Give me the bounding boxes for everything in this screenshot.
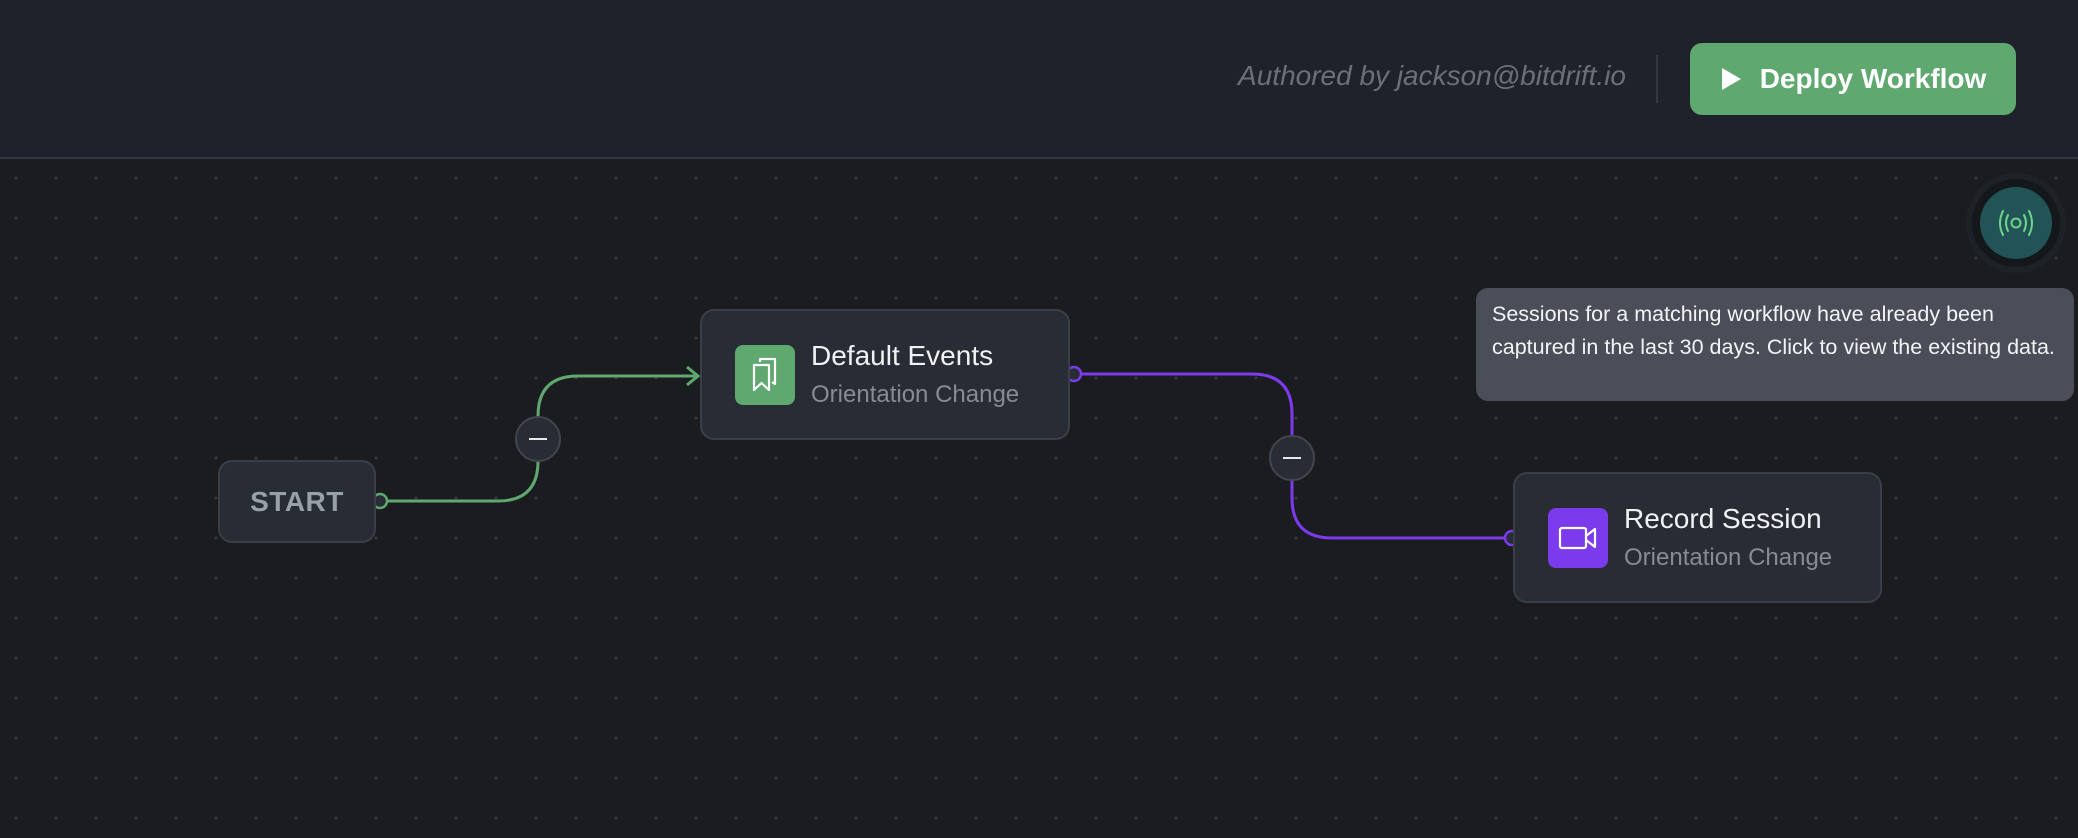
play-icon [1721, 68, 1741, 90]
default-events-title: Default Events [811, 339, 994, 371]
deploy-workflow-button[interactable]: Deploy Workflow [1690, 43, 2016, 115]
start-node[interactable]: START [218, 460, 376, 543]
record-session-node[interactable]: Record Session Orientation Change [1513, 472, 1882, 603]
top-bar: Authored by jackson@bitdrift.io Deploy W… [0, 0, 2078, 159]
bookmarks-icon [735, 344, 795, 405]
header-divider [1656, 55, 1658, 103]
existing-sessions-button[interactable] [1980, 187, 2052, 259]
minus-icon [529, 438, 547, 440]
broadcast-icon [1999, 210, 2033, 236]
deploy-workflow-label: Deploy Workflow [1759, 63, 1987, 94]
minus-icon [1283, 457, 1301, 459]
record-session-title: Record Session [1624, 502, 1822, 534]
record-session-subtitle: Orientation Change [1624, 543, 1833, 571]
existing-sessions-tooltip: Sessions for a matching workflow have al… [1476, 288, 2074, 401]
start-node-label: START [250, 485, 344, 517]
author-label: Authored by jackson@bitdrift.io [1238, 60, 1626, 91]
default-events-subtitle: Orientation Change [811, 380, 1020, 408]
remove-edge-button[interactable] [515, 416, 561, 462]
video-camera-icon [1548, 507, 1608, 568]
default-events-node[interactable]: Default Events Orientation Change [700, 309, 1070, 440]
remove-edge-button[interactable] [1269, 435, 1315, 481]
